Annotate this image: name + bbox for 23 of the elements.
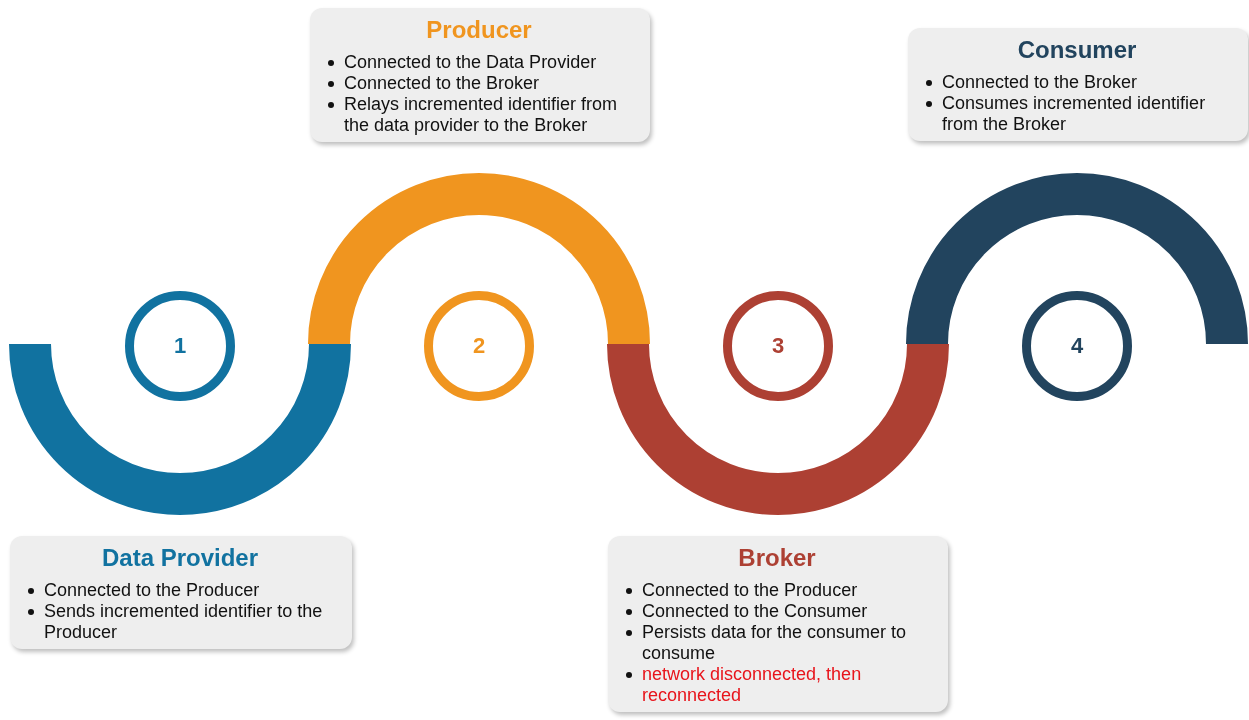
bullet-text: Connected to the Broker (344, 73, 540, 94)
card-heading: Data Provider (100, 544, 260, 572)
bullet-text: Connected to the Data Provider (344, 52, 597, 73)
card-heading: Broker (737, 544, 817, 572)
bullet-text: network disconnected, then reconnected (642, 664, 863, 706)
step-number-circle: 2 (424, 291, 534, 401)
step-number-circle: 1 (125, 291, 235, 401)
bullet-text: Connected to the Consumer (642, 601, 868, 622)
bullet-text: Connected to the Broker (942, 72, 1138, 93)
step-number-circle: 3 (723, 291, 833, 401)
info-card (608, 536, 948, 712)
step-number-circle: 4 (1022, 291, 1132, 401)
card-heading: Producer (425, 16, 533, 44)
bullet-text: Connected to the Producer (642, 580, 858, 601)
card-heading: Consumer (1016, 36, 1138, 64)
bullet-text: Persists data for the consumer to consume (642, 622, 908, 664)
info-card (310, 8, 650, 142)
info-card (10, 536, 352, 649)
bullet-text: Consumes incremented identifier from the Broker (942, 93, 1207, 135)
bullet-text: Sends incremented identifier to the Producer (44, 601, 324, 643)
bullet-text: Relays incremented identifier from the data provider to the Broker (344, 94, 619, 136)
info-card (908, 28, 1248, 141)
bullet-text: Connected to the Producer (44, 580, 260, 601)
